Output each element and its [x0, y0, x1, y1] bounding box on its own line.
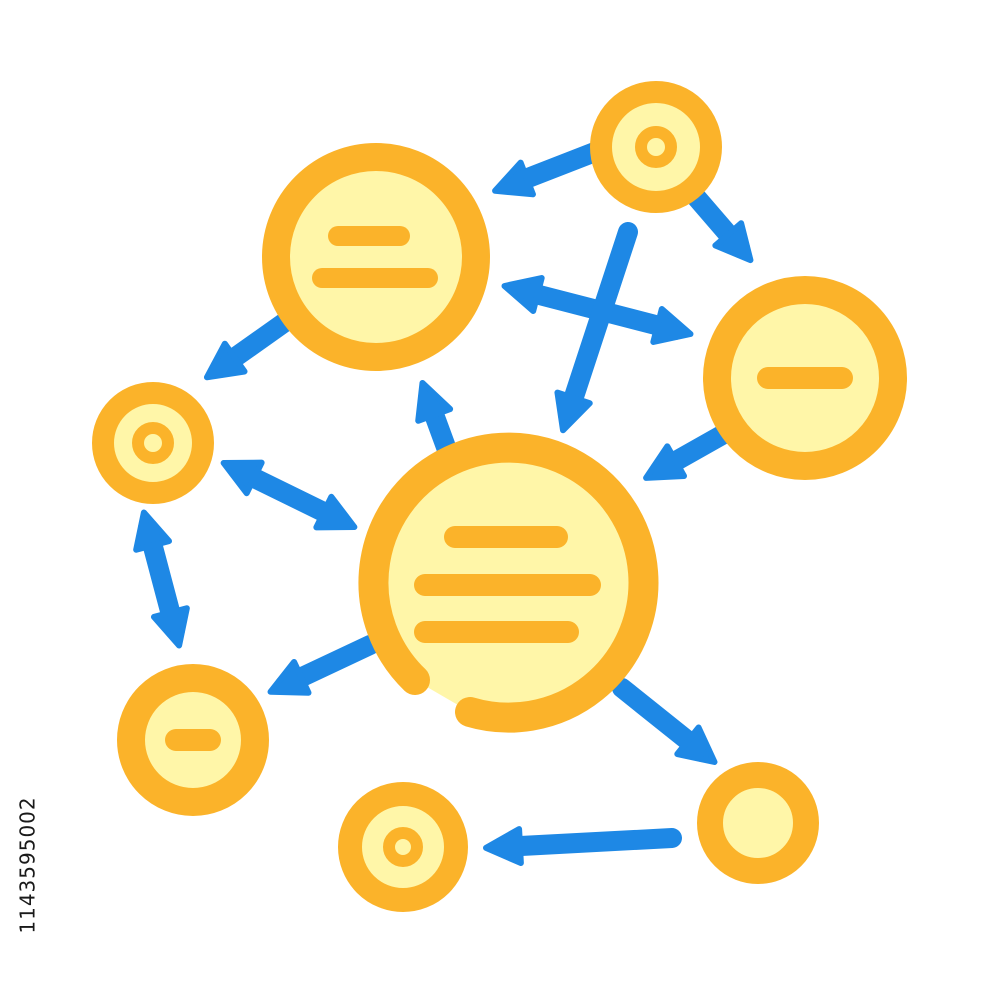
- arrow-center-to-lowerleft: [267, 635, 380, 696]
- arrow-cross-diagonal-b: [554, 222, 638, 434]
- node-right: [703, 276, 907, 480]
- arrow-top-to-left: [203, 312, 295, 381]
- arrow-right-to-center: [643, 425, 732, 481]
- arrow-left-to-center: [220, 459, 358, 531]
- arrow-bottom-right-to-left: [483, 826, 682, 867]
- node-left: [92, 382, 214, 504]
- node-top-large: [262, 143, 490, 371]
- node-bottom: [338, 782, 468, 912]
- node-top-right: [590, 81, 722, 213]
- stock-id-label: 1143595002: [10, 740, 46, 990]
- node-center-large: [358, 432, 659, 733]
- connection-arrows: [133, 140, 754, 867]
- arrow-topright-down: [680, 180, 754, 264]
- node-lower-left: [117, 664, 269, 816]
- arrow-center-to-lowerright: [612, 678, 718, 765]
- node-bottom-right: [697, 762, 819, 884]
- arrow-topright-to-top: [492, 140, 610, 198]
- stock-id-text: 1143595002: [16, 796, 40, 934]
- arrow-left-vertical: [133, 509, 190, 649]
